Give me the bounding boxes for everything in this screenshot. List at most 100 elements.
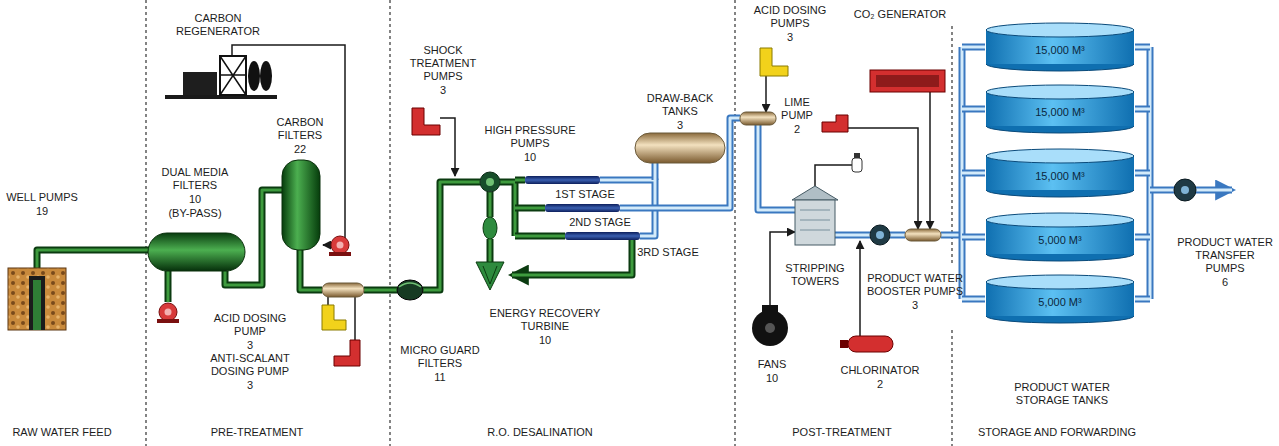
carbon-regenerator	[165, 56, 277, 99]
green-pipe	[487, 192, 494, 217]
green-pipe	[515, 235, 565, 238]
blue-pipe	[758, 125, 795, 210]
blue-pipe	[654, 163, 657, 180]
co2-generator	[870, 70, 945, 92]
chemical-line	[327, 297, 329, 305]
transfer-pump	[1174, 179, 1196, 201]
micro-guard-filter	[399, 283, 421, 287]
quantity-number: 3	[660, 119, 700, 132]
section-label: R.O. DESALINATION	[465, 426, 615, 439]
section-label: STORAGE AND FORWARDING	[957, 426, 1157, 439]
blue-pipe	[1150, 187, 1174, 194]
green-pipe	[167, 271, 170, 302]
dosing-pump	[822, 115, 848, 132]
fan	[762, 305, 778, 315]
equipment-label: DUAL MEDIA FILTERS	[155, 166, 235, 192]
draw-back-tank	[635, 133, 725, 163]
chemical-line	[440, 118, 455, 176]
well	[29, 276, 45, 330]
stage-label: 3RD STAGE	[636, 246, 700, 259]
green-pipe	[364, 287, 397, 294]
tank-capacity: 5,000 M³	[985, 274, 1135, 309]
high-pressure-pump	[480, 172, 500, 239]
quantity-number: 10	[175, 193, 215, 206]
green-pipe	[515, 207, 545, 210]
tank-outline	[986, 85, 1134, 99]
green-pipe	[515, 177, 525, 184]
green-pipe	[489, 239, 492, 262]
quantity-number: 19	[22, 205, 62, 218]
micro-guard-filter	[397, 280, 423, 300]
dosing-pump	[322, 48, 848, 366]
equipment-label: CHLORINATOR	[835, 364, 925, 377]
fan	[765, 323, 775, 333]
green-pipe	[423, 182, 480, 290]
blue-pipe	[1135, 47, 1150, 299]
quantity-number: 10	[752, 372, 792, 385]
energy-recovery-turbine	[476, 262, 504, 290]
section-divider	[389, 0, 390, 446]
chemical-line	[929, 92, 931, 229]
green-pipe	[500, 182, 515, 236]
blue-pipe	[890, 232, 905, 239]
micro-guard-filter	[397, 280, 423, 300]
chemical-line	[765, 76, 767, 112]
storage-tank: 15,000 M³	[985, 148, 1135, 198]
tank-capacity: 15,000 M³	[985, 84, 1135, 119]
dosing-pump	[760, 48, 788, 76]
green-pipe	[515, 179, 525, 182]
blue-pipe	[962, 47, 985, 299]
chemical-line	[815, 165, 852, 186]
chlorinator	[848, 336, 893, 352]
booster-pump	[870, 225, 890, 245]
fan	[752, 310, 788, 346]
chemical-line	[323, 244, 330, 246]
equipment-label: CARBON REGENERATOR	[173, 12, 263, 38]
carbon-regenerator	[260, 61, 272, 91]
blue-pipe	[620, 118, 740, 208]
blue-pipe	[1196, 189, 1232, 192]
membrane-stage	[565, 232, 640, 240]
quantity-number: 3	[423, 84, 463, 97]
tank-outline	[986, 23, 1134, 37]
filter-pump	[329, 236, 351, 256]
equipment-label: DRAW-BACK TANKS	[640, 92, 720, 118]
dosing-pump	[322, 305, 346, 330]
well	[8, 268, 66, 330]
chemical-line	[232, 45, 930, 340]
green-pipe	[300, 250, 322, 290]
well	[8, 268, 66, 330]
quantity-number: 10	[510, 151, 550, 164]
section-divider	[951, 330, 952, 446]
transfer-pump	[1181, 186, 1189, 194]
green-pipe	[512, 240, 632, 275]
tank-outline	[986, 213, 1134, 227]
storage-tank: 15,000 M³	[985, 84, 1135, 134]
green-pipe	[165, 271, 172, 302]
carbon-regenerator	[183, 72, 217, 95]
carbon-regenerator	[220, 56, 246, 95]
chemical-line	[859, 241, 861, 336]
green-pipe	[512, 240, 632, 275]
carbon-regenerator	[220, 56, 246, 95]
static-mixer	[322, 283, 364, 297]
membrane-stage	[525, 176, 600, 184]
static-mixer	[322, 112, 941, 297]
tank-capacity: 15,000 M³	[985, 148, 1135, 183]
carbon-filter	[282, 160, 320, 250]
stripping-tower	[792, 153, 862, 245]
stripping-tower	[792, 186, 838, 200]
energy-recovery-turbine	[476, 262, 504, 290]
well-pump	[165, 309, 172, 316]
tank-outline	[986, 275, 1134, 289]
co2-generator	[876, 75, 939, 87]
chemical-line	[848, 128, 918, 229]
equipment-label: PRODUCT WATER STORAGE TANKS	[1007, 381, 1117, 407]
blue-pipe	[890, 234, 905, 237]
chemical-line	[354, 297, 356, 340]
equipment-label: HIGH PRESSURE PUMPS	[480, 124, 580, 150]
blue-pipe	[758, 125, 795, 210]
tank-capacity: 5,000 M³	[985, 212, 1135, 247]
